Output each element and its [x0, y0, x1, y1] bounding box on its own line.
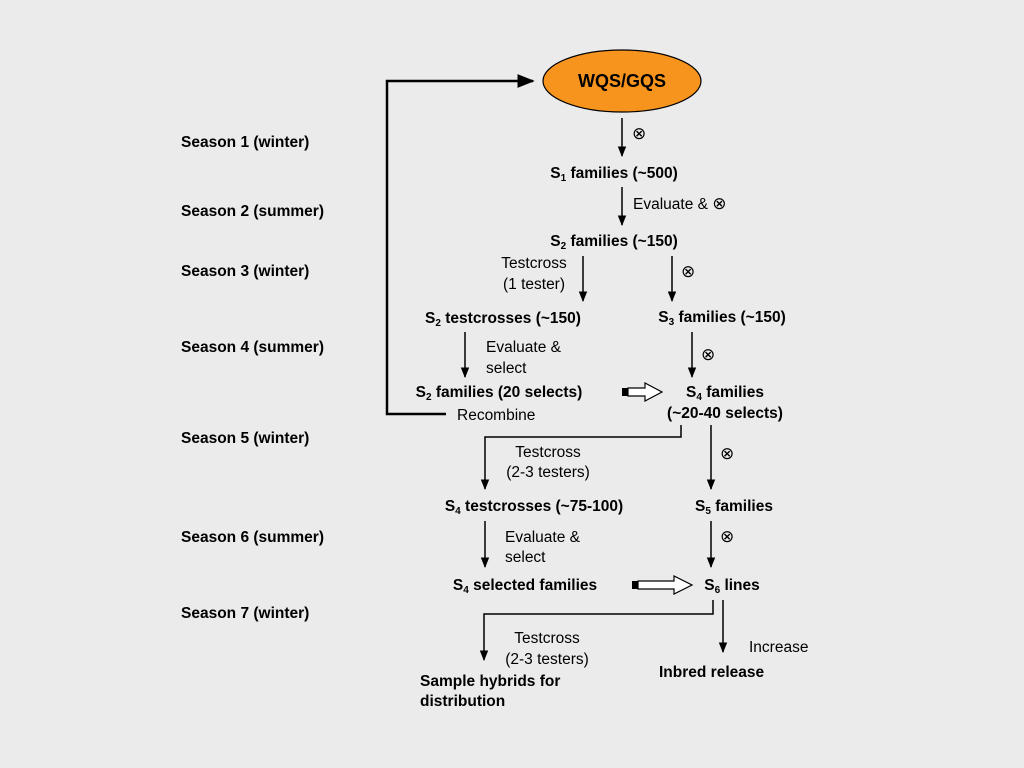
- s2-selects-node: S2 families (20 selects): [416, 383, 583, 408]
- season-4-label: Season 4 (summer): [181, 339, 324, 356]
- node-text: families (~150): [566, 233, 678, 250]
- node-subscript: 4: [696, 392, 702, 403]
- select-label-1: select: [486, 360, 527, 377]
- season-1-label: Season 1 (winter): [181, 134, 310, 151]
- arrow-s6-to-sample-hybrids: [479, 600, 714, 662]
- testcross-label-1: Testcross: [501, 255, 567, 272]
- self-symbol-6: ⊗: [720, 527, 735, 546]
- evaluate-self-label: Evaluate & ⊗: [633, 194, 727, 215]
- s4-selected-node: S4 selected families: [453, 576, 597, 601]
- arrow-s4-to-s4-testcrosses: [480, 425, 682, 491]
- s4-families-selects: (~20-40 selects): [667, 405, 783, 422]
- hollow-arrow-s2-selects-to-s4: [622, 382, 664, 402]
- node-prefix: S: [550, 233, 561, 250]
- self-symbol-1: ⊗: [632, 124, 647, 143]
- node-text: families: [710, 498, 773, 515]
- s3-families-node: S3 families (~150): [658, 308, 785, 333]
- node-prefix: S: [695, 498, 706, 515]
- self-symbol-2: ⊗: [712, 194, 727, 213]
- node-prefix: S: [658, 309, 669, 326]
- s5-families-node: S5 families: [695, 497, 773, 522]
- increase-label: Increase: [749, 639, 809, 656]
- wqs-gqs-oval: [542, 49, 702, 113]
- hollow-arrow-s4-selected-to-s6: [632, 575, 694, 595]
- node-prefix: S: [686, 384, 697, 401]
- node-subscript: 2: [560, 241, 567, 252]
- node-prefix: S: [425, 310, 436, 327]
- one-tester-label: (1 tester): [502, 276, 566, 293]
- node-text: families (~500): [566, 165, 678, 182]
- node-prefix: S: [704, 577, 715, 594]
- node-text: families: [701, 384, 764, 401]
- two-three-testers-label-1: (2-3 testers): [506, 464, 590, 481]
- node-prefix: S: [452, 577, 464, 594]
- node-prefix: S: [444, 498, 456, 515]
- node-subscript: 2: [426, 392, 432, 403]
- inbred-release-node: Inbred release: [659, 664, 765, 681]
- testcross-label-3: Testcross: [514, 630, 580, 647]
- node-text: families (~150): [674, 309, 786, 326]
- testcross-label-2: Testcross: [515, 444, 581, 461]
- node-subscript: 5: [705, 506, 711, 517]
- s6-lines-node: S6 lines: [704, 576, 760, 601]
- node-text: testcrosses (~75-100): [460, 498, 624, 515]
- recombine-label: Recombine: [457, 407, 536, 424]
- sample-hybrids-line-2: distribution: [420, 693, 506, 710]
- node-text: testcrosses (~150): [440, 310, 581, 327]
- s4-testcrosses-node: S4 testcrosses (~75-100): [445, 497, 623, 522]
- sample-hybrids-line-1: Sample hybrids for: [420, 673, 561, 690]
- season-5-label: Season 5 (winter): [181, 430, 310, 447]
- node-text: selected families: [468, 577, 598, 594]
- s4-families-node: S4 families: [686, 383, 764, 408]
- node-subscript: 3: [668, 317, 675, 328]
- select-label-2: select: [505, 549, 546, 566]
- self-symbol-5: ⊗: [720, 444, 735, 463]
- node-prefix: S: [415, 384, 426, 401]
- evaluate-label-1: Evaluate &: [486, 339, 561, 356]
- s2-families-node: S2 families (~150): [550, 232, 677, 257]
- self-symbol-4: ⊗: [701, 345, 716, 364]
- self-symbol-3: ⊗: [681, 262, 696, 281]
- season-2-label: Season 2 (summer): [181, 203, 324, 220]
- evaluate-and-text: Evaluate &: [633, 196, 708, 213]
- recombine-loop-line: [385, 74, 535, 416]
- season-6-label: Season 6 (summer): [181, 529, 324, 546]
- s2-testcrosses-node: S2 testcrosses (~150): [425, 309, 581, 334]
- node-text: lines: [720, 577, 760, 594]
- node-text: families (20 selects): [431, 384, 583, 401]
- two-three-testers-label-2: (2-3 testers): [505, 651, 589, 668]
- s1-families-node: S1 families (~500): [550, 164, 677, 189]
- season-7-label: Season 7 (winter): [181, 605, 310, 622]
- node-prefix: S: [550, 165, 561, 182]
- node-subscript: 1: [560, 173, 567, 184]
- node-subscript: 2: [435, 318, 441, 329]
- oval-label: WQS/GQS: [577, 71, 667, 91]
- evaluate-label-2: Evaluate &: [505, 529, 580, 546]
- node-subscript: 4: [463, 585, 469, 596]
- season-3-label: Season 3 (winter): [181, 263, 310, 280]
- node-subscript: 4: [455, 506, 461, 517]
- node-subscript: 6: [714, 585, 721, 596]
